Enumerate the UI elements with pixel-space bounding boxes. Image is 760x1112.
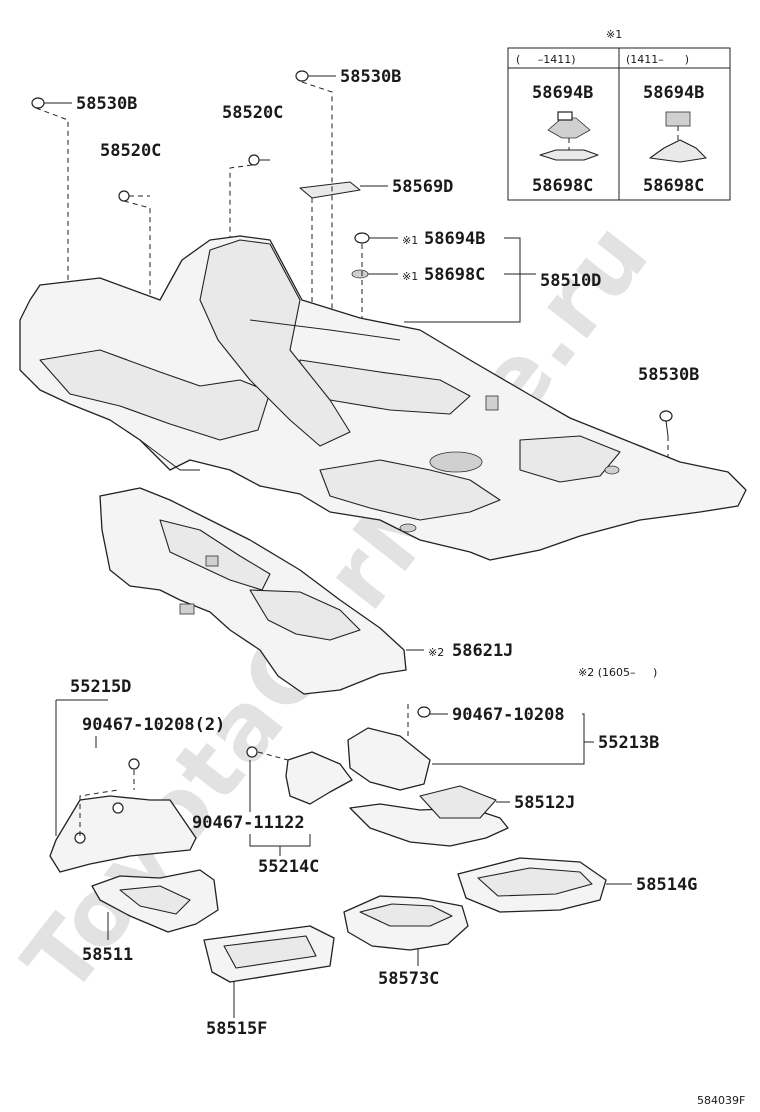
inset-right-bottom-label: 58698C <box>643 176 704 196</box>
label-58530B-right: 58530B <box>638 365 699 385</box>
label-90467-10208-2: 90467-10208(2) <box>82 715 225 735</box>
label-55215D: 55215D <box>70 677 131 697</box>
label-58512J: 58512J <box>514 793 575 813</box>
label-58573C: 58573C <box>378 969 439 989</box>
inset-left-bottom-label: 58698C <box>532 176 593 196</box>
pad-58569D <box>299 181 388 199</box>
label-58694B: 58694B <box>424 229 485 249</box>
label-mark1-b: ※1 <box>402 270 418 283</box>
diagram-id: 584039F <box>697 1094 745 1107</box>
inset-col-left-header: ( –1411) <box>516 53 576 66</box>
fastener-58520C-mid <box>248 154 270 166</box>
label-58510D: 58510D <box>540 271 601 291</box>
clip-58694B <box>354 232 398 244</box>
label-58621J: 58621J <box>452 641 513 661</box>
label-58520C-mid: 58520C <box>222 103 283 123</box>
pad-58511 <box>91 869 219 940</box>
label-mark2: ※2 <box>428 646 444 659</box>
inset-left-top-label: 58694B <box>532 83 593 103</box>
clip-58698C <box>351 269 398 279</box>
label-58569D: 58569D <box>392 177 453 197</box>
label-58511: 58511 <box>82 945 133 965</box>
fastener-58530B-top <box>295 70 336 82</box>
label-90467-11122: 90467-11122 <box>192 813 305 833</box>
floor-carpet-58510D <box>19 235 747 561</box>
pad-58514G <box>457 857 632 913</box>
fastener-58530B-left <box>31 97 72 109</box>
bracket-55214C <box>246 746 353 812</box>
label-55214C: 55214C <box>258 857 319 877</box>
inset-right-clip-illustration <box>649 111 707 163</box>
fastener-58530B-right <box>659 410 673 437</box>
label-55213B: 55213B <box>598 733 659 753</box>
inset-table: ※1 ( –1411) (1411– ) 58694B 58698C 58694… <box>507 28 731 201</box>
pad-58515F <box>203 925 335 1018</box>
bracket-55215D <box>49 699 197 873</box>
label-58530B-left: 58530B <box>76 94 137 114</box>
label-58530B-top: 58530B <box>340 67 401 87</box>
label-58520C-left: 58520C <box>100 141 161 161</box>
inset-right-top-label: 58694B <box>643 83 704 103</box>
label-58514G: 58514G <box>636 875 697 895</box>
label-58698C: 58698C <box>424 265 485 285</box>
inset-note-mark: ※1 <box>606 28 622 41</box>
bracket-55213B <box>347 704 594 791</box>
label-58515F: 58515F <box>206 1019 267 1039</box>
note-2-range: ※2 (1605– ) <box>578 666 657 679</box>
label-mark1-a: ※1 <box>402 234 418 247</box>
fastener-58520C-left <box>118 190 150 202</box>
inset-left-clip-illustration <box>539 111 599 161</box>
tunnel-insulator-58621J <box>99 487 424 695</box>
pad-58512J <box>349 785 510 847</box>
label-90467-10208: 90467-10208 <box>452 705 565 725</box>
inset-col-right-header: (1411– ) <box>626 53 689 66</box>
pad-58573C <box>343 895 469 966</box>
